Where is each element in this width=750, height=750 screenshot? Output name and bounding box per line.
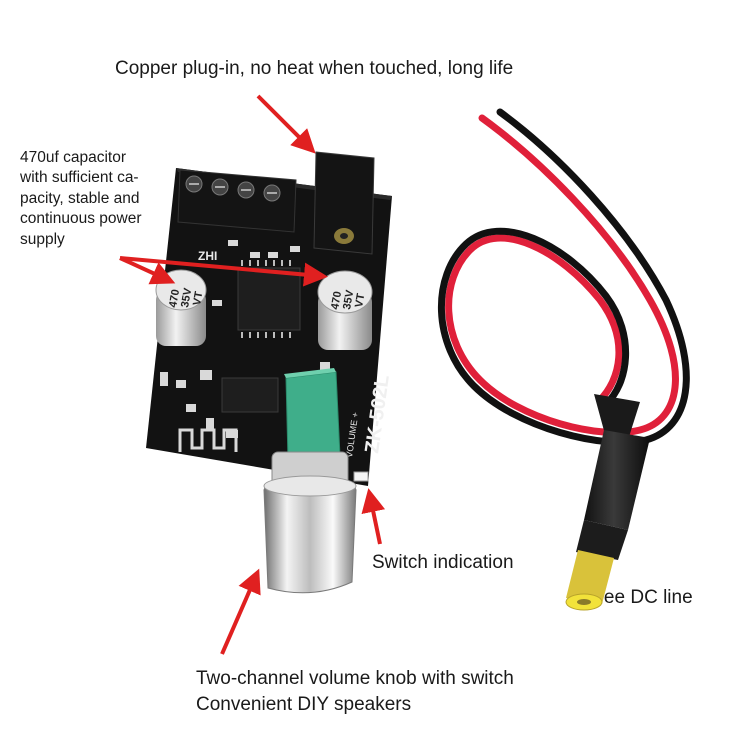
amplifier-chip (237, 267, 301, 331)
capacitor-label-line: with sufficient ca- (20, 169, 139, 187)
bluetooth-chip (221, 377, 279, 413)
dc-cable (438, 108, 690, 611)
volume-knob-arrow (220, 568, 261, 655)
switch-led (353, 471, 369, 482)
copper-plug-label: Copper plug-in, no heat when touched, lo… (115, 58, 514, 79)
annotation-arrows (119, 94, 386, 655)
volume-knob[interactable] (263, 451, 357, 594)
capacitor-value: 470 (167, 288, 182, 308)
capacitor-right: 470 35V VT (317, 270, 373, 350)
capacitor-value: 470 (329, 290, 344, 310)
capacitor-brand: VT (191, 290, 205, 306)
switch-indication-arrow (361, 488, 386, 545)
capacitor-arrow-left (119, 256, 176, 285)
capacitor-voltage: 35V (341, 289, 356, 311)
capacitor-label: 470uf capacitor with sufficient ca- paci… (20, 148, 142, 250)
brand-silkscreen: ZHI (198, 249, 217, 263)
copper-plug-arrow (256, 94, 316, 154)
volume-knob-label-line-2: Convenient DIY speakers (196, 694, 412, 715)
screw-terminal (177, 169, 297, 233)
capacitor-voltage: 35V (179, 287, 194, 309)
volume-potentiometer (284, 368, 341, 461)
switch-indication-label: Switch indication (372, 552, 514, 573)
capacitor-brand: VT (353, 292, 367, 308)
dc-jack (313, 151, 375, 255)
capacitor-label-line: supply (20, 230, 65, 248)
dc-line-label: Free DC line (586, 587, 693, 608)
capacitor-label-line: 470uf capacitor (20, 149, 126, 166)
volume-knob-label-line-1: Two-channel volume knob with switch (196, 668, 514, 689)
dc-plug-body (584, 430, 650, 530)
capacitor-left: 470 35V VT (155, 269, 207, 346)
capacitor-label-line: continuous power (20, 210, 142, 228)
capacitor-arrow-right (119, 256, 328, 287)
capacitor-label-line: pacity, stable and (20, 189, 140, 207)
